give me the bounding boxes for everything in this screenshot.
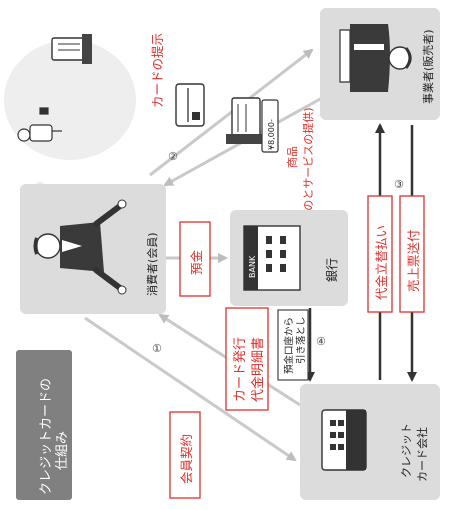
merchant-person-icon (339, 24, 412, 92)
card-issue-box: カード発行 代金明細書 (225, 307, 269, 411)
arrow-card-present (149, 48, 314, 177)
deposit-label: 預金 (189, 249, 204, 275)
auto-debit-line2: 引き落とし (295, 316, 307, 364)
bank-building-icon: BANK (243, 225, 301, 291)
consumer-label: 消費者(会員) (145, 232, 159, 296)
merchant-node: 事業者(販売者) (320, 8, 440, 120)
step-4: ④ (316, 335, 326, 348)
card-issue-line2: 代金明細書 (250, 337, 266, 402)
register-product-icon (226, 97, 266, 144)
step-1: ① (152, 342, 162, 355)
consumer-person-icon (33, 199, 127, 295)
register-icon (51, 34, 92, 64)
credit-card-icon (175, 83, 205, 127)
product-label-line2: (ものとサービスの提供) (301, 107, 315, 226)
product-label-line1: 商品 (285, 146, 299, 168)
bank-building-text: BANK (248, 255, 257, 278)
auto-debit-box: 預金口座から 引き落とし (277, 309, 309, 381)
card-terminal-icon (321, 409, 367, 471)
payment-label: 代金立替払い (374, 225, 389, 300)
title-line1: クレジットカードの (39, 378, 54, 495)
auto-debit-line1: 預金口座から (283, 317, 295, 374)
membership-label: 会員契約 (179, 434, 194, 484)
sales-slip-label: 売上票送付 (406, 229, 421, 292)
consumer-node: 消費者(会員) (20, 184, 166, 314)
card-company-line2: カード会社 (415, 427, 429, 482)
price-tag: ¥8,000- (261, 99, 279, 153)
bank-label: 銀行 (325, 258, 339, 282)
step-2: ② (168, 150, 178, 163)
card-issue-line1: カード発行 (233, 337, 248, 402)
card-present-label: カードの提示 (150, 33, 165, 108)
payment-box: 代金立替払い (367, 195, 393, 313)
bank-node: BANK 銀行 (230, 210, 348, 306)
title-line2: 仕組み (55, 431, 70, 470)
shopper-figure (17, 107, 62, 142)
step-3: ③ (394, 178, 404, 191)
sales-slip-box: 売上票送付 (399, 195, 425, 313)
price-tag-text: ¥8,000- (267, 119, 276, 150)
card-company-node: クレジット カード会社 (300, 384, 440, 500)
merchant-label: 事業者(販売者) (422, 29, 435, 104)
title-box: クレジットカードの 仕組み (16, 350, 72, 500)
deposit-box: 預金 (179, 221, 211, 297)
membership-box: 会員契約 (169, 411, 201, 499)
arrow-membership (84, 316, 297, 462)
card-company-line1: クレジット (400, 423, 413, 478)
